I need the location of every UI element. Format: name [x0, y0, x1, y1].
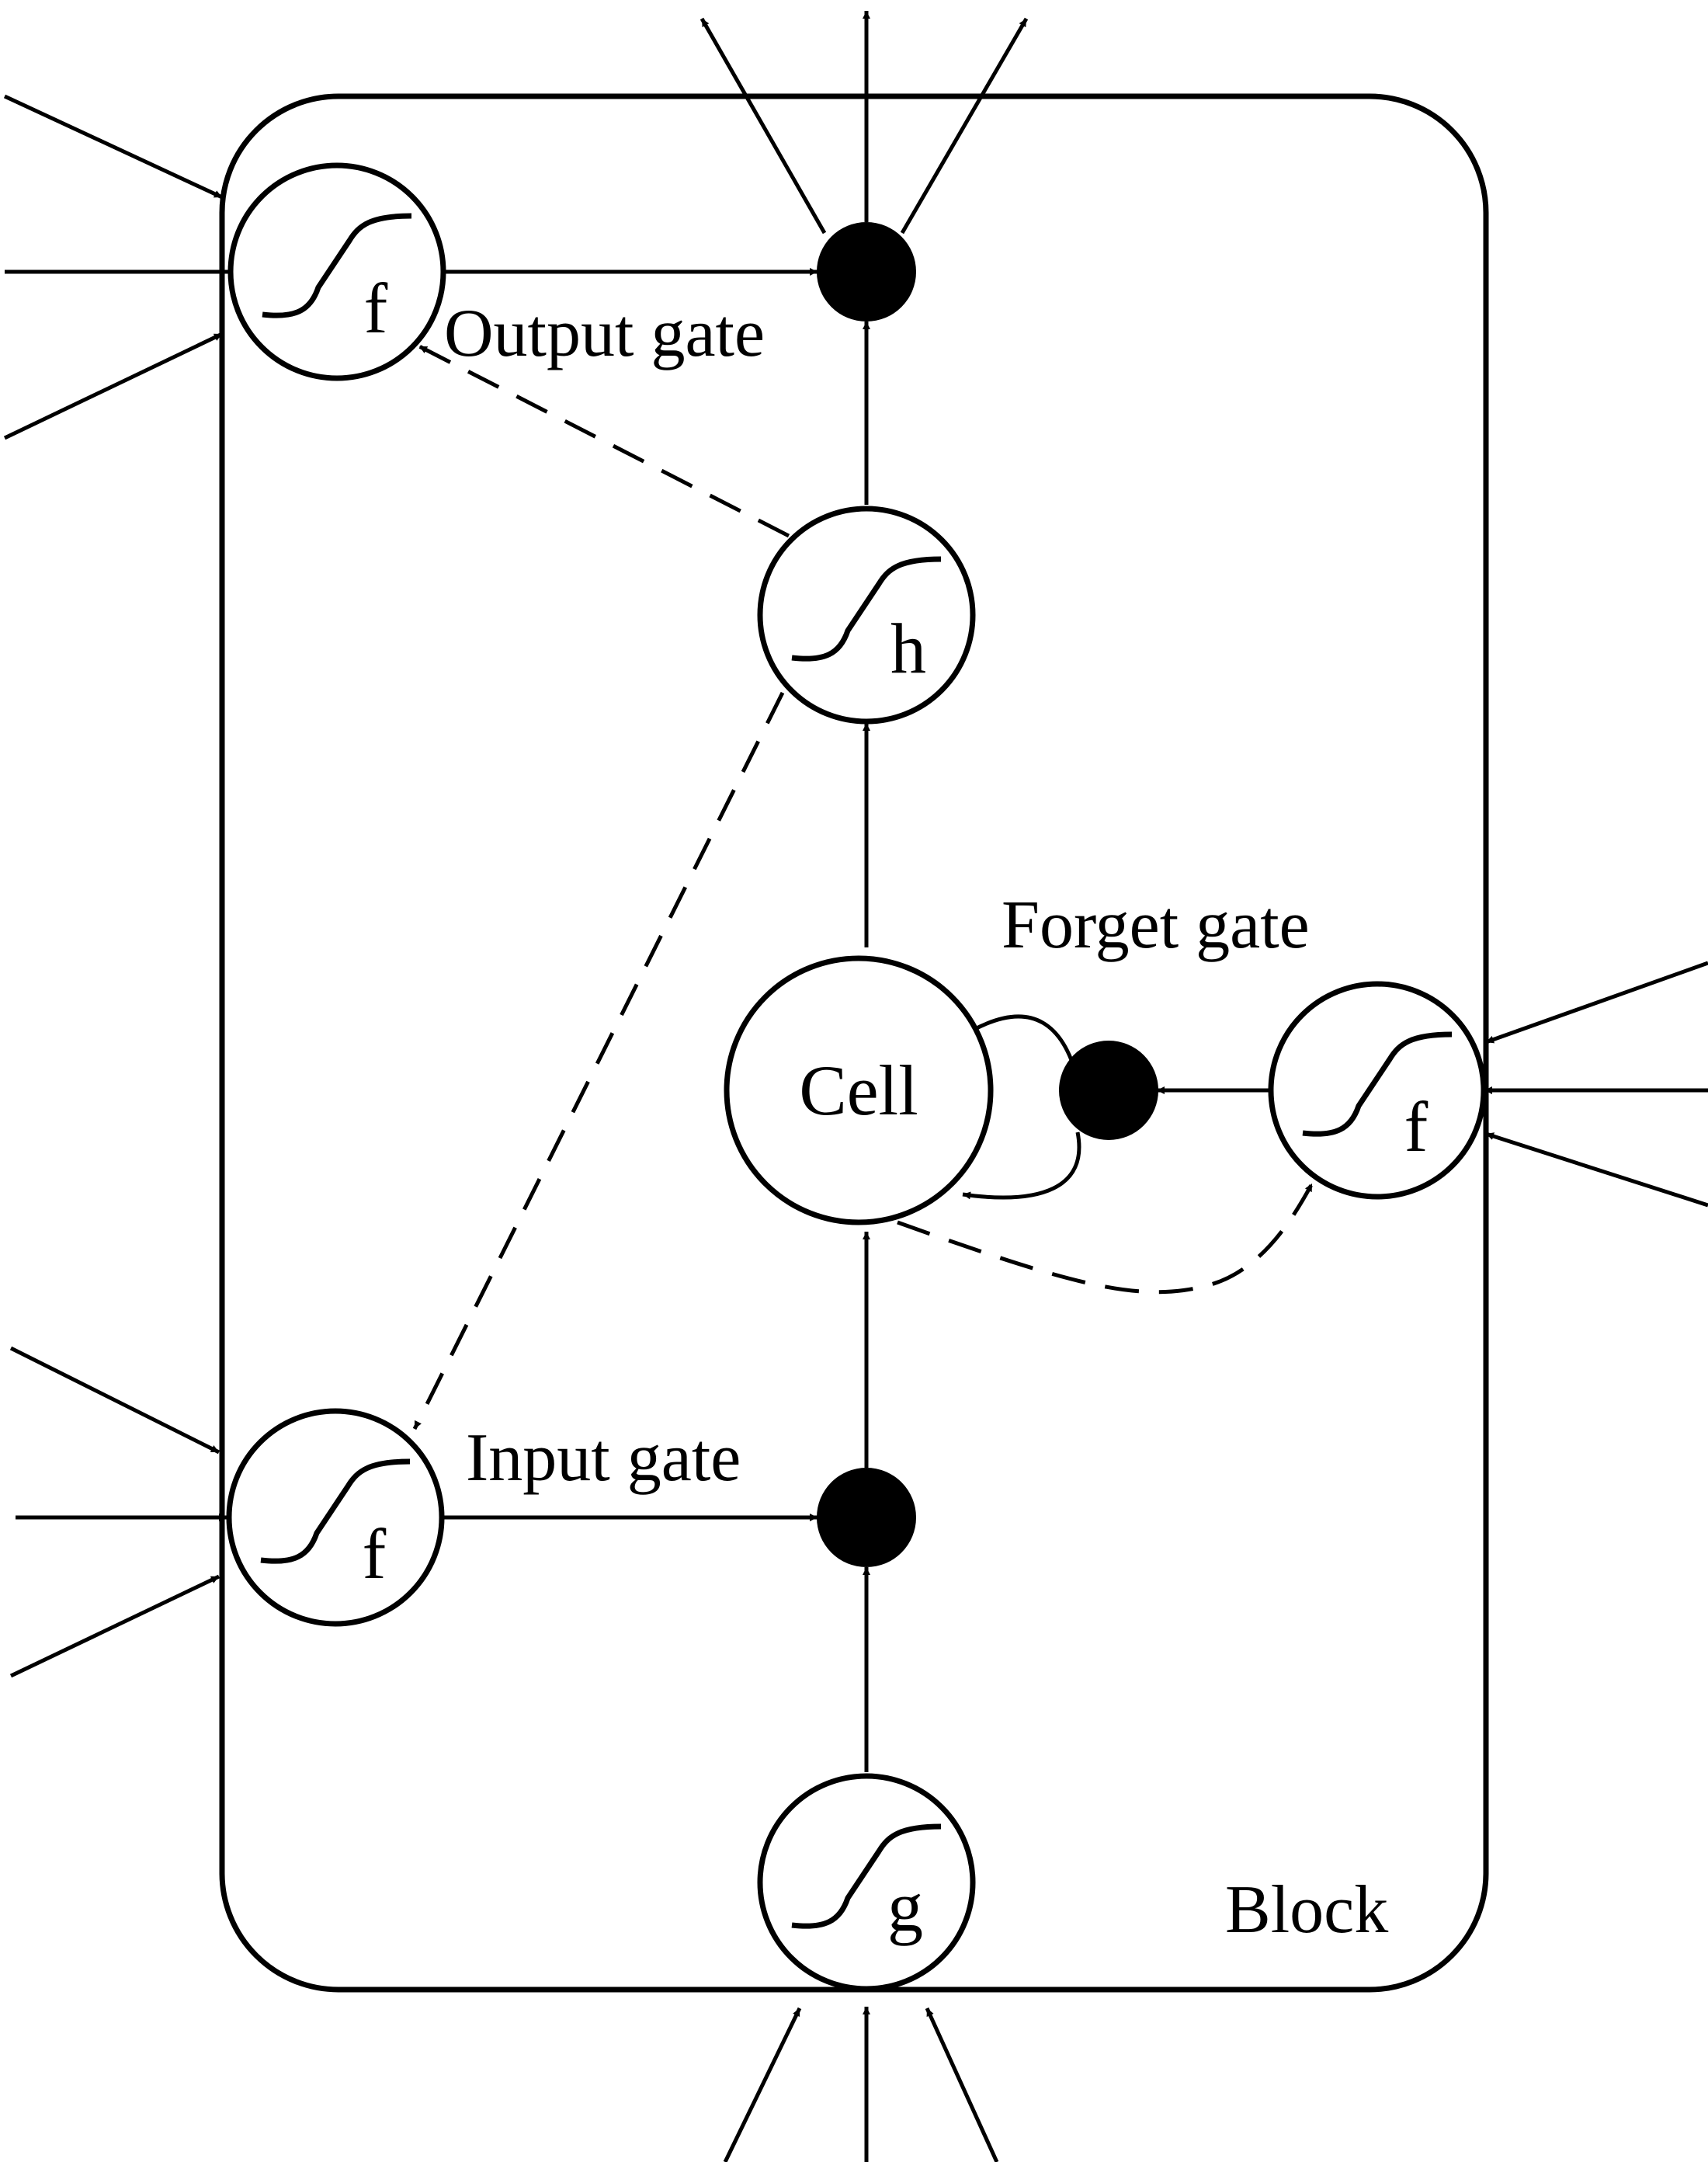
output-gate-input-arrow-bottom — [3, 332, 224, 440]
sigmoid-icon — [262, 213, 412, 318]
cell-node — [724, 955, 994, 1225]
sigmoid-icon — [791, 1823, 942, 1929]
input-multiplier-node — [817, 1468, 916, 1567]
input-gate-function-label: f — [363, 1514, 387, 1594]
input-gate-label: Input gate — [466, 1420, 741, 1496]
block-label: Block — [1225, 1872, 1388, 1948]
h-to-input-gate-peephole-arrow — [412, 691, 785, 1430]
forget-gate-function-label: f — [1404, 1087, 1429, 1166]
cell-to-forget-gate-peephole-arrow — [897, 1182, 1314, 1295]
input-gate-input-arrow-bottom — [9, 1574, 220, 1678]
g-squash-node: g — [757, 1773, 976, 1992]
output-gate-label: Output gate — [444, 296, 765, 371]
output-gate-input-arrow-top — [3, 94, 224, 200]
g-input-arrow-right — [925, 2007, 999, 2162]
forget-gate-node: f — [1268, 981, 1487, 1200]
block-output-arrow-right — [900, 17, 1029, 235]
sigmoid-icon — [1302, 1031, 1453, 1137]
forget-gate-input-arrow-top — [1485, 961, 1708, 1045]
g-input-arrow-left — [723, 2007, 802, 2162]
output-gate-node: f — [227, 162, 446, 381]
h-squash-node: h — [757, 506, 976, 725]
sigmoid-icon — [260, 1458, 411, 1564]
input-gate-input-arrow-top — [9, 1346, 220, 1455]
output-multiplier-node — [817, 222, 916, 322]
forget-gate-input-arrow-bottom — [1485, 1131, 1708, 1208]
sigmoid-icon — [791, 556, 942, 662]
h-to-output-gate-peephole-arrow — [418, 344, 790, 538]
g-function-label: g — [887, 1867, 923, 1946]
input-gate-node: f — [226, 1408, 445, 1627]
output-gate-function-label: f — [364, 269, 388, 348]
forget-gate-label: Forget gate — [1002, 888, 1310, 963]
forget-multiplier-node — [1059, 1041, 1158, 1140]
block-output-arrow-left — [700, 17, 827, 235]
h-function-label: h — [890, 609, 926, 688]
cell-label: Cell — [799, 1051, 918, 1130]
cell-recurrence-from-multiplier-arrow — [962, 1131, 1081, 1200]
